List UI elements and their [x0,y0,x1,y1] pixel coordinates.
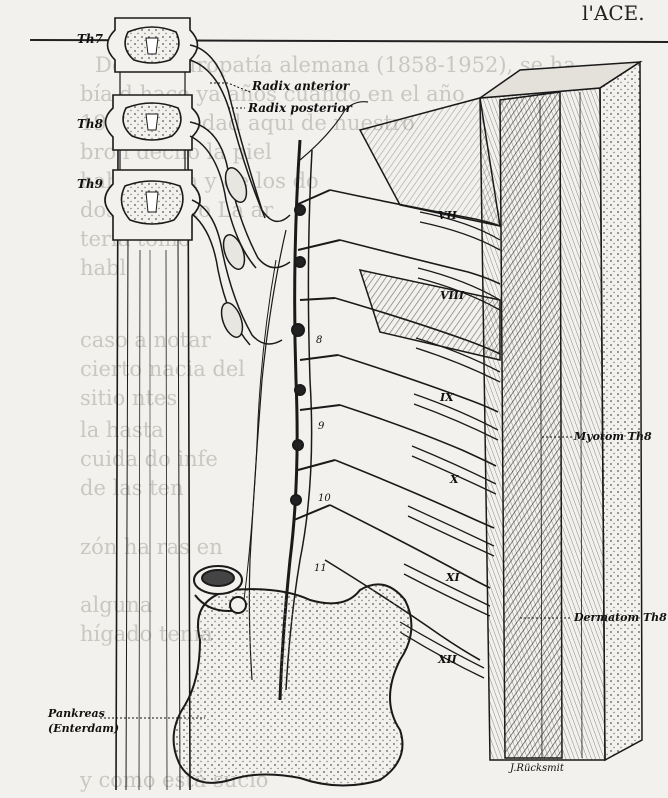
segment-label-th8: Th8 [77,118,103,130]
rib-label-xi: XI [446,572,460,583]
intercostal-nerves [325,190,500,660]
dermatome-label: Dermatom Th8 [574,612,667,623]
pancreas-label: Pankreas [48,708,105,719]
rib-label-viii: VIII [440,290,464,301]
radix-anterior-label: Radix anterior [252,80,349,92]
rib-label-x: X [450,474,459,485]
radix-posterior-label: Radix posterior [248,102,352,114]
pancreas-sublabel: (Enterdam) [48,723,119,734]
myotome-label: Myotom Th8 [574,431,652,442]
spinal-cord-diagram [105,18,200,790]
header-text: l'ACE. [582,1,645,25]
nerve-number-8: 8 [316,336,322,346]
rib-label-ix: IX [440,392,454,403]
nerve-number-10: 10 [318,494,331,504]
segment-label-th9: Th9 [77,178,103,190]
rib-label-xii: XII [438,654,457,665]
pancreas-organ [174,566,412,786]
nerve-number-11: 11 [314,564,327,574]
artist-signature: J.Rücksmit [510,764,564,774]
rib-label-vii: VII [438,210,457,221]
segment-label-th7: Th7 [77,33,103,45]
nerve-number-9: 9 [318,422,324,432]
